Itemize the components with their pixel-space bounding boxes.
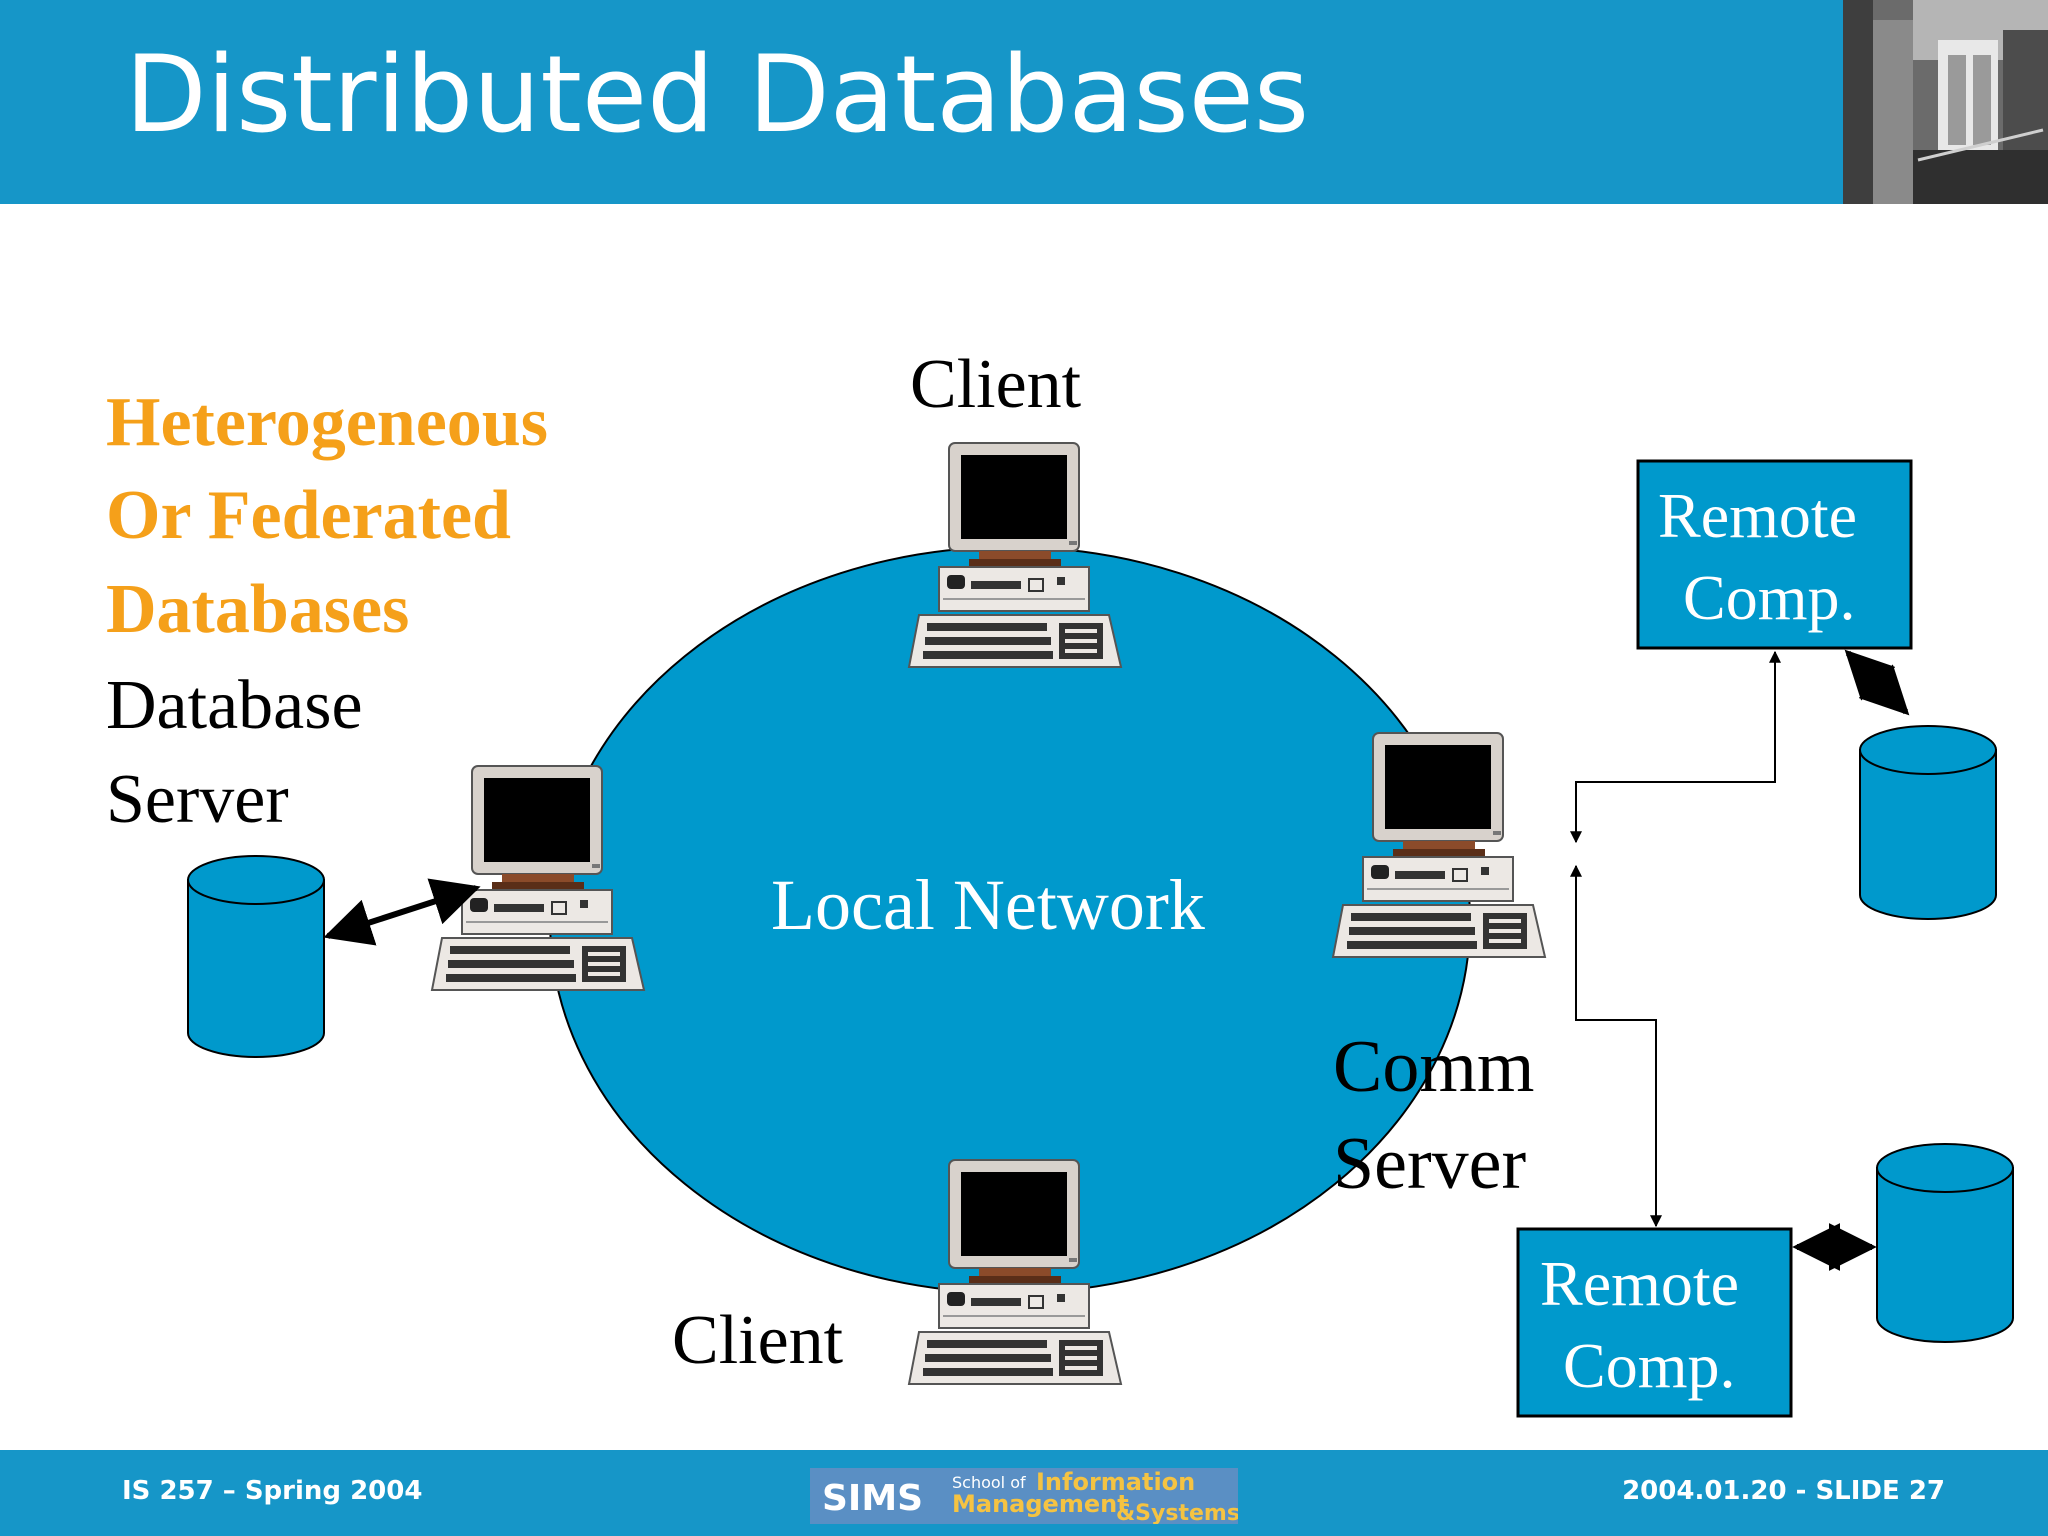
db-server-link-arrow: [323, 878, 481, 946]
remote-top-db-arrow: [1844, 649, 1910, 716]
remote-comp-top-box: [1636, 459, 1913, 650]
comm-to-remote-top-connector: [1570, 650, 1781, 844]
building-photo: [1843, 0, 2048, 204]
svg-text:Management: Management: [952, 1490, 1129, 1518]
database-cylinder-bottom-right: [1876, 1143, 2014, 1343]
client-top-label: Client: [910, 346, 1082, 423]
client-bottom-label: Client: [672, 1302, 844, 1379]
remote-bottom-label-line-1: Remote: [1540, 1248, 1740, 1319]
heading-line-3: Databases: [106, 571, 410, 648]
svg-text:School of: School of: [952, 1473, 1026, 1492]
database-cylinder-top-right: [1859, 725, 1997, 920]
remote-top-label-line-1: Remote: [1658, 480, 1858, 551]
heading-line-1: Heterogeneous: [106, 384, 548, 461]
local-network-label: Local Network: [771, 865, 1205, 945]
remote-comp-bottom-box: [1516, 1227, 1793, 1418]
title-bar: [0, 0, 2048, 204]
svg-text:&Systems: &Systems: [1116, 1501, 1238, 1524]
remote-top-label-line-2: Comp.: [1683, 562, 1856, 633]
comm-server-label-line-1: Comm: [1333, 1026, 1535, 1108]
sims-logo: SIMS School of Information Management &S…: [810, 1468, 1238, 1524]
database-server-label-line-1: Database: [106, 667, 363, 744]
network-diagram: [187, 442, 2014, 1418]
footer-slide-ref: 2004.01.20 - SLIDE 27: [1622, 1476, 1945, 1506]
database-server-label-line-2: Server: [106, 761, 289, 838]
remote-bottom-label-line-2: Comp.: [1563, 1330, 1736, 1401]
database-cylinder-left: [187, 855, 325, 1058]
slide-title: Distributed Databases: [125, 33, 1310, 156]
svg-text:SIMS: SIMS: [822, 1478, 923, 1519]
comm-server-label-line-2: Server: [1333, 1123, 1527, 1205]
svg-text:Information: Information: [1036, 1468, 1195, 1496]
comm-to-remote-bottom-connector: [1570, 864, 1662, 1228]
footer-course: IS 257 – Spring 2004: [122, 1476, 423, 1506]
heading-line-2: Or Federated: [106, 477, 511, 554]
